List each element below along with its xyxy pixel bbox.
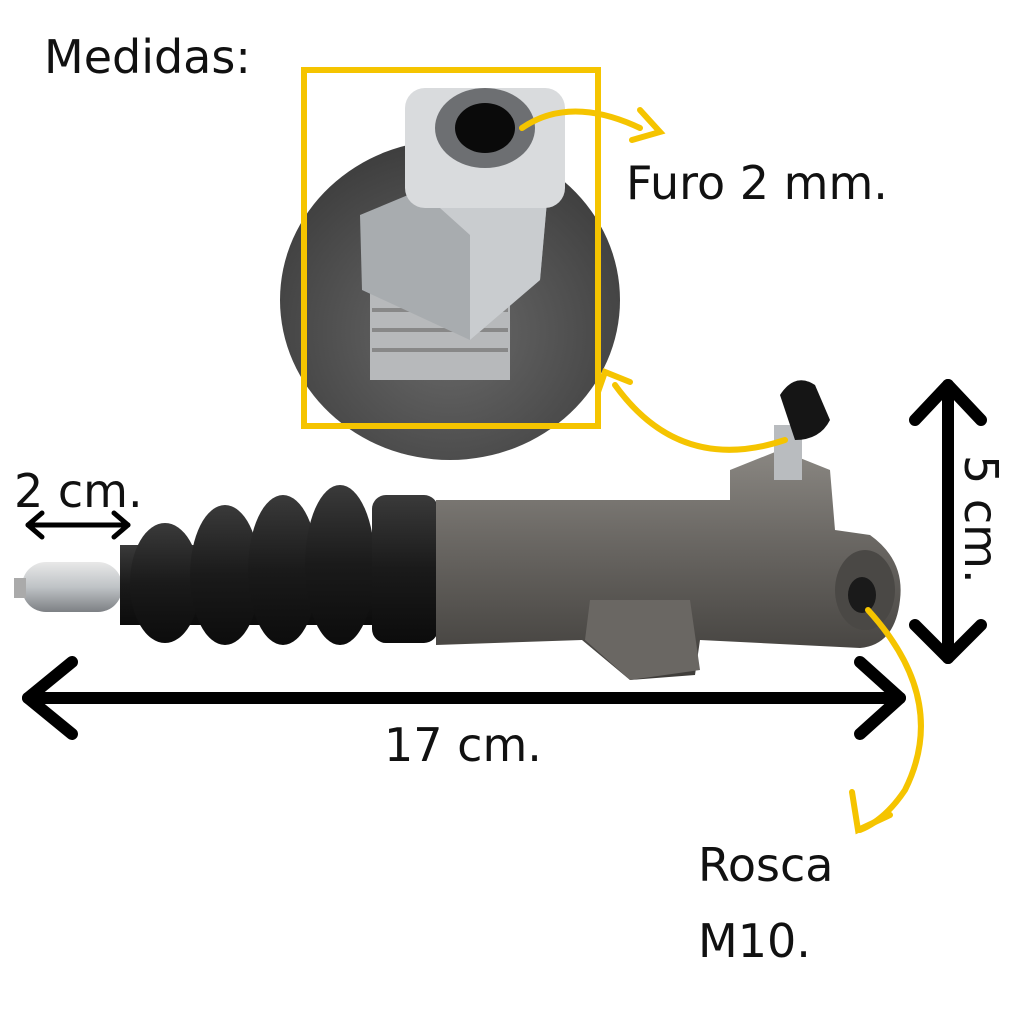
bleeder-cap — [780, 380, 830, 440]
hole-callout-arrow — [519, 108, 643, 131]
inset-detail-photo — [280, 67, 620, 460]
page-title: Medidas: — [44, 30, 251, 84]
thread-label-line1: Rosca — [698, 838, 834, 892]
slave-cylinder — [14, 380, 901, 680]
dimension-arrows — [22, 379, 987, 740]
inset-frame — [301, 67, 601, 429]
bleeder-callout-arrow — [612, 382, 788, 453]
tip-length-label: 2 cm. — [14, 464, 143, 518]
height-arrow — [909, 379, 987, 664]
height-label: 5 cm. — [954, 455, 1008, 584]
callout-arrows — [519, 107, 924, 835]
hole-size-label: Furo 2 mm. — [626, 156, 888, 210]
tip-length-arrow — [25, 510, 131, 540]
total-length-arrow — [22, 656, 906, 740]
push-rod — [22, 562, 122, 612]
rubber-boot — [120, 485, 438, 645]
thread-label-line2: M10. — [698, 914, 811, 968]
total-length-label: 17 cm. — [384, 718, 542, 772]
